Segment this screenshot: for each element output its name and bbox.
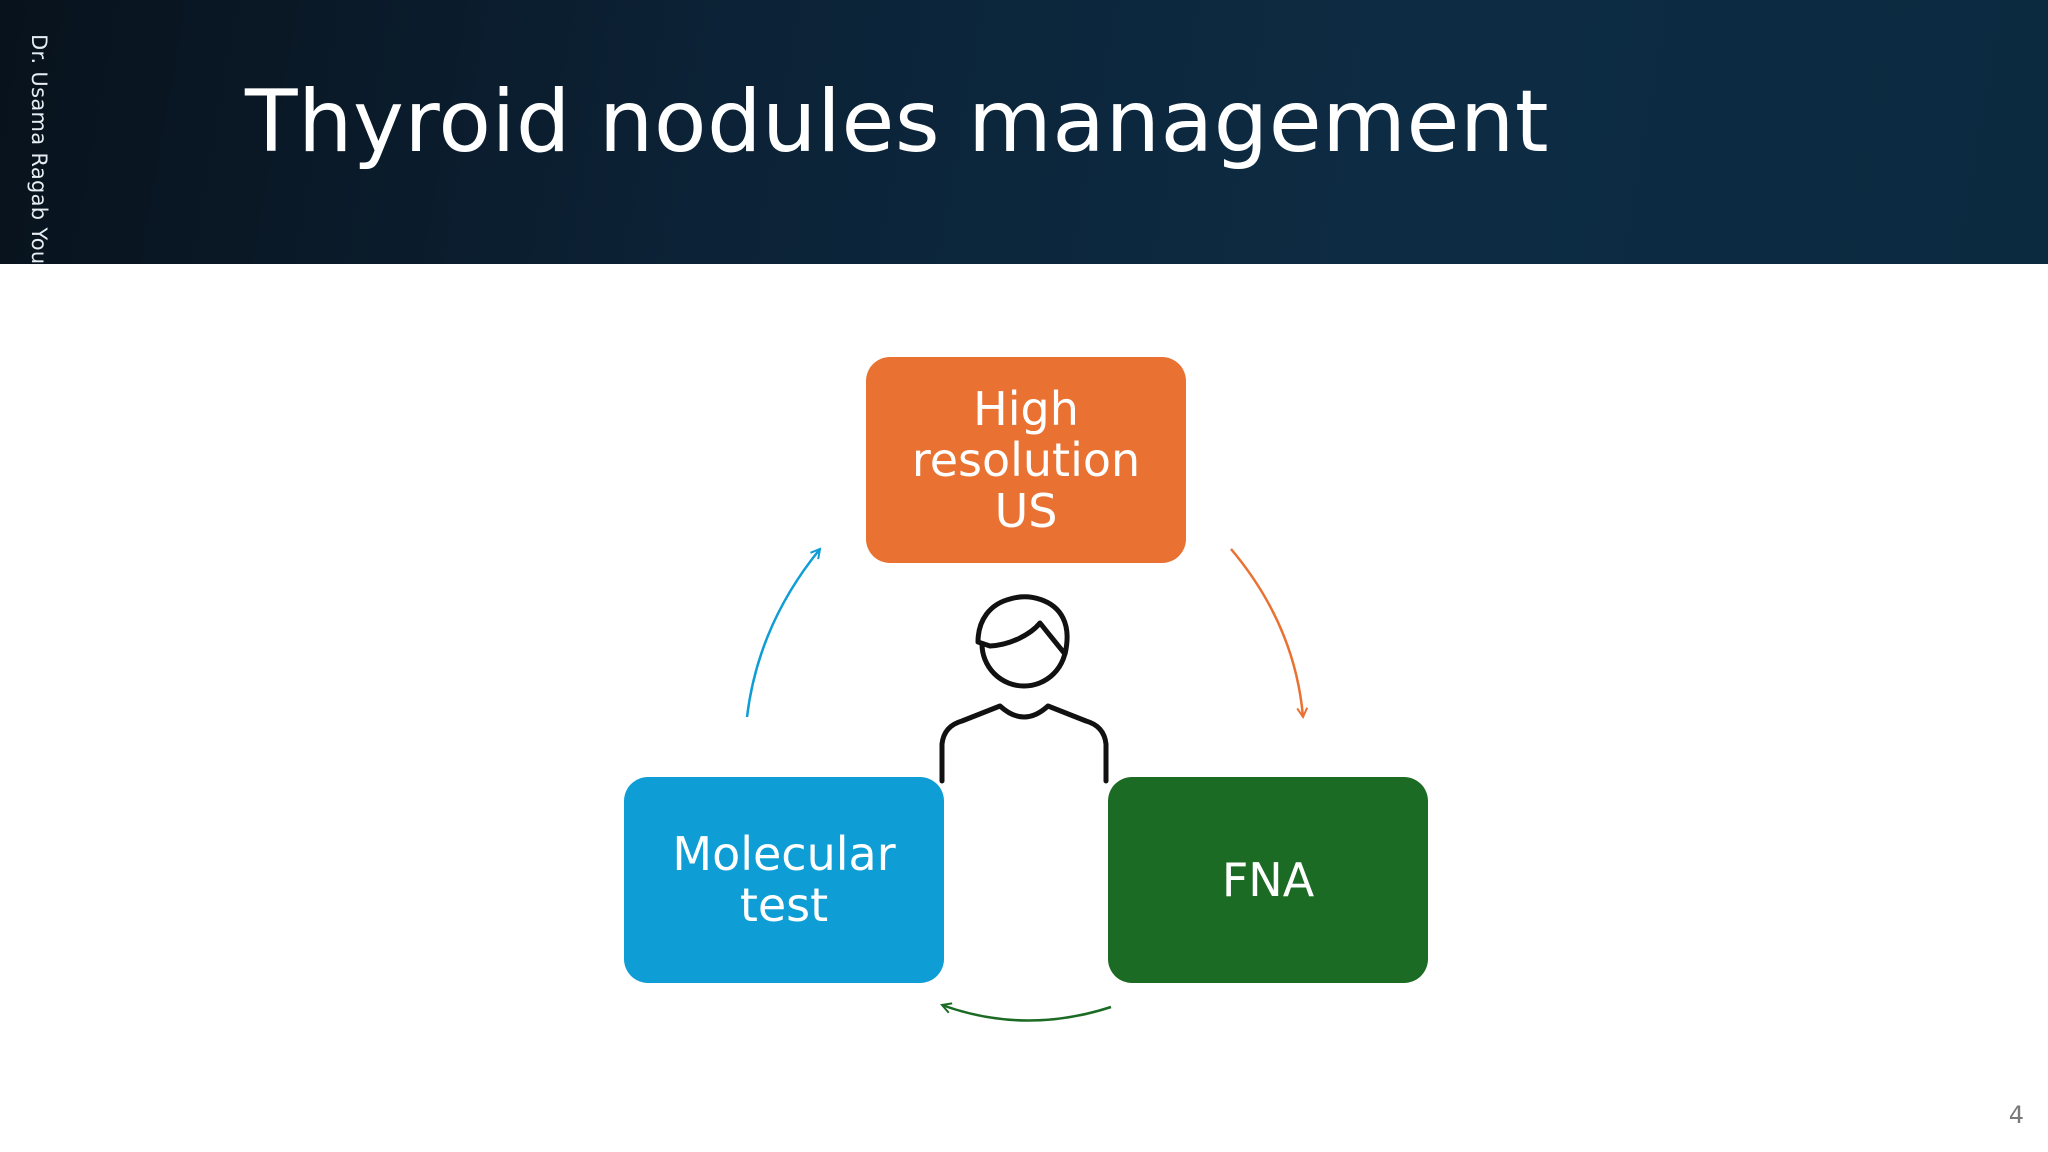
node-label: FNA xyxy=(1221,852,1315,907)
slide-title: Thyroid nodules management xyxy=(245,72,1550,172)
node-molecular-test: Molecular test xyxy=(624,777,944,983)
node-label-line: resolution xyxy=(911,432,1141,487)
node-label: High resolution US xyxy=(911,381,1141,538)
author-vertical-text: Dr. Usama Ragab You xyxy=(27,34,51,264)
node-label-line: Molecular xyxy=(672,827,896,881)
slide-header: Dr. Usama Ragab You Thyroid nodules mana… xyxy=(0,0,2048,264)
node-fna: FNA xyxy=(1108,777,1428,983)
node-label-line: US xyxy=(994,483,1058,538)
node-label: Molecular test xyxy=(672,829,895,931)
arrow-molecular-to-us xyxy=(745,549,820,718)
node-label-line: test xyxy=(739,878,829,932)
node-label-line: FNA xyxy=(1221,852,1315,907)
arrow-fna-to-molecular xyxy=(942,1005,1112,1022)
arrow-us-to-fna xyxy=(1230,548,1303,717)
page-number: 4 xyxy=(2008,1101,2024,1129)
node-label-line: High xyxy=(973,381,1079,436)
node-high-resolution-us: High resolution US xyxy=(866,357,1186,563)
person-icon xyxy=(939,594,1109,784)
